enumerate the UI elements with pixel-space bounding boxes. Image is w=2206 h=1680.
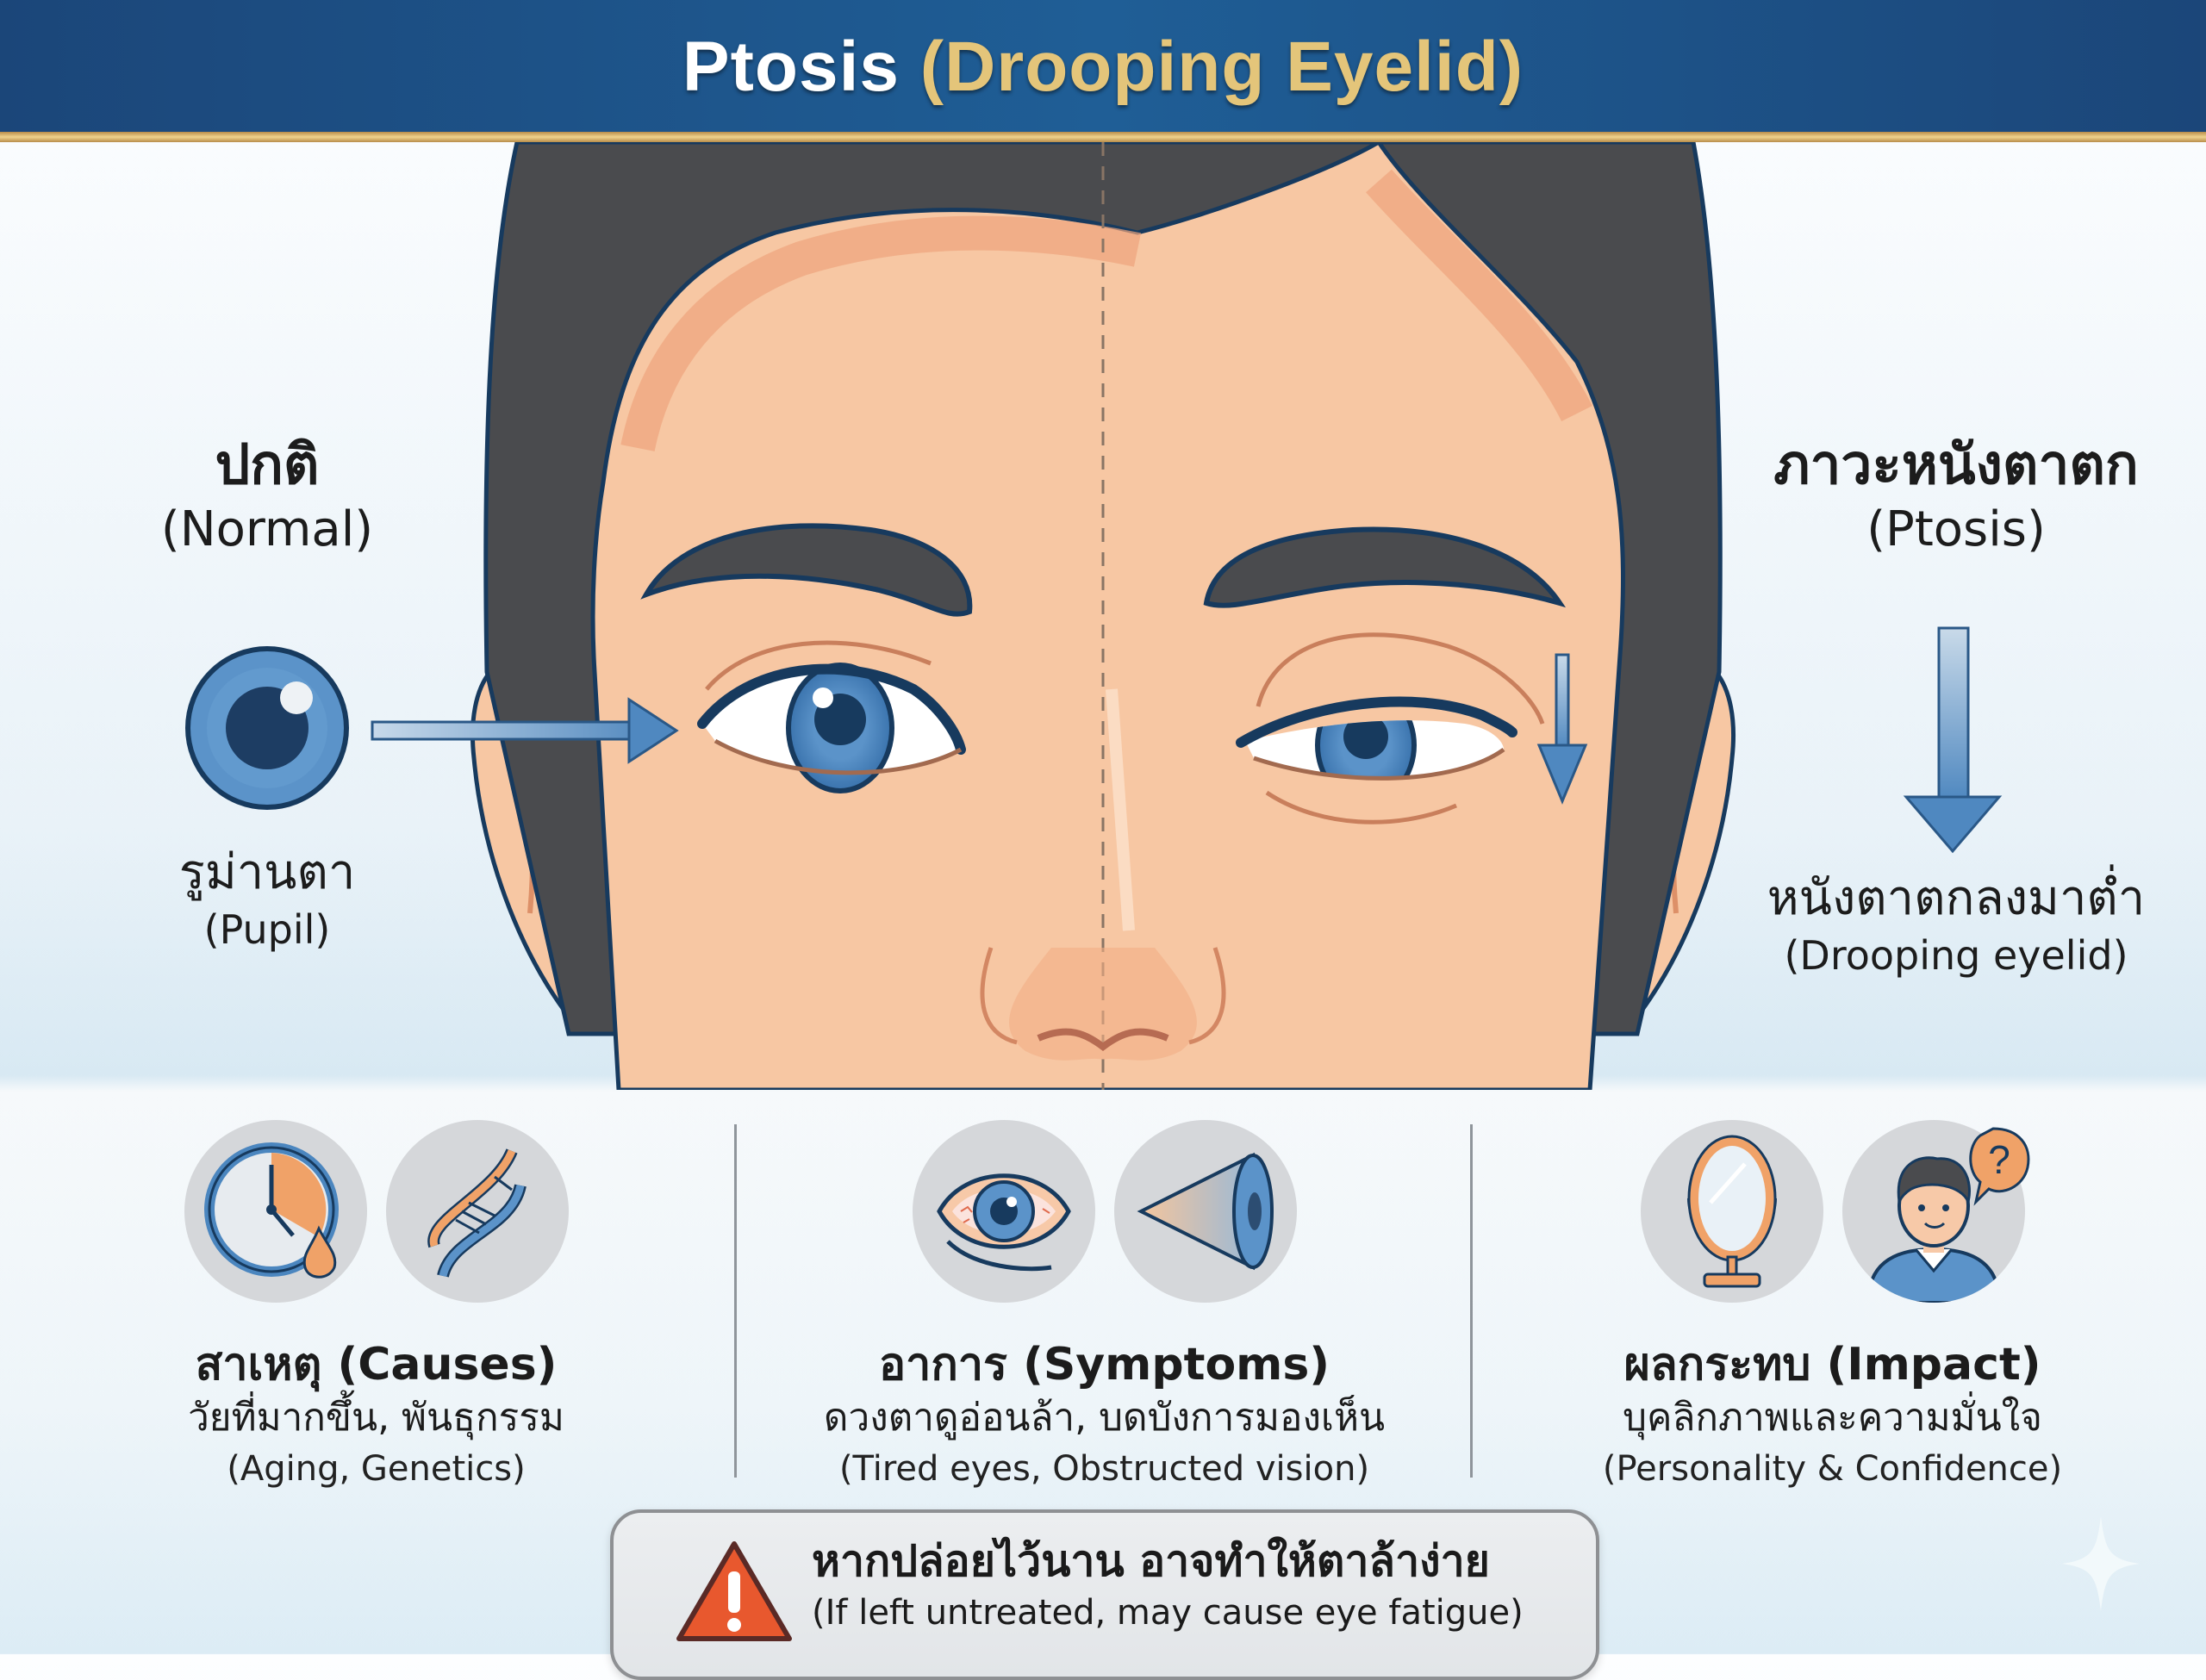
warning-text-en: (If left untreated, may cause eye fatigu… <box>812 1593 1524 1633</box>
symptoms-desc-en: (Tired eyes, Obstructed vision) <box>838 1449 1370 1489</box>
column-divider <box>1470 1124 1473 1478</box>
clock-icon <box>184 1120 367 1303</box>
symptoms-title: อาการ (Symptoms) <box>878 1339 1330 1391</box>
pupil-label: รูม่านตา (Pupil) <box>95 843 439 956</box>
pupil-label-th: รูม่านตา <box>178 844 356 900</box>
causes-section: สาเหตุ (Causes) วัยที่มากขึ้น, พันธุกรรม… <box>9 1120 744 1494</box>
impact-desc-en: (Personality & Confidence) <box>1602 1449 2063 1489</box>
eye-iris-icon <box>185 646 349 810</box>
impact-desc-th: บุคลิกภาพและความมั่นใจ <box>1623 1396 2042 1440</box>
normal-heading-th: ปกติ <box>215 433 320 497</box>
dna-icon <box>385 1120 569 1303</box>
impact-section: ? ผลกระทบ (Impact) บุคลิกภาพและความมั่นใ… <box>1465 1120 2200 1494</box>
drooping-caption: หนังตาตกลงมาต่ำ (Drooping eyelid) <box>1715 868 2197 982</box>
face-skin <box>590 142 1625 1090</box>
impact-title: ผลกระทบ (Impact) <box>1623 1339 2041 1391</box>
ptosis-heading-th: ภาวะหนังตาตก <box>1773 433 2139 497</box>
question-bubble-icon: ? <box>1968 1127 2029 1206</box>
ptosis-heading: ภาวะหนังตาตก (Ptosis) <box>1715 431 2197 560</box>
face-illustration <box>185 142 2003 1090</box>
drooping-eye <box>1236 632 1588 824</box>
normal-heading-en: (Normal) <box>160 501 374 557</box>
ptosis-heading-en: (Ptosis) <box>1866 501 2046 557</box>
right-eyebrow <box>1203 526 1567 608</box>
header-banner: Ptosis (Drooping Eyelid) <box>0 0 2206 134</box>
normal-eye <box>697 640 966 793</box>
title-sub: (Drooping Eyelid) <box>919 27 1524 106</box>
tired-eye-icon <box>912 1120 1095 1303</box>
left-eyebrow <box>640 523 973 617</box>
drooping-caption-th: หนังตาตกลงมาต่ำ <box>1767 870 2146 926</box>
person-question-icon: ? <box>1841 1120 2029 1303</box>
nose <box>980 688 1226 1061</box>
drooping-caption-en: (Drooping eyelid) <box>1784 932 2128 979</box>
mirror-icon <box>1640 1120 1823 1303</box>
column-divider <box>734 1124 737 1478</box>
normal-heading: ปกติ (Normal) <box>95 431 439 560</box>
causes-desc-th: วัยที่มากขึ้น, พันธุกรรม <box>188 1396 564 1440</box>
arrow-right-icon <box>371 697 679 764</box>
gold-divider <box>0 132 2206 142</box>
symptoms-section: อาการ (Symptoms) ดวงตาดูอ่อนล้า, บดบังกา… <box>737 1120 1472 1494</box>
small-arrow-down-icon <box>1536 653 1588 805</box>
sparkle-icon <box>2062 1516 2140 1611</box>
arrow-down-icon <box>1903 626 2003 854</box>
svg-text:?: ? <box>1988 1137 2010 1182</box>
page-title: Ptosis (Drooping Eyelid) <box>682 27 1524 108</box>
warning-box: หากปล่อยไว้นาน อาจทำให้ตาล้าง่าย (If lef… <box>610 1509 1599 1680</box>
causes-desc-en: (Aging, Genetics) <box>227 1449 526 1489</box>
warning-text-th: หากปล่อยไว้นาน อาจทำให้ตาล้าง่าย <box>812 1536 1490 1586</box>
causes-title: สาเหตุ (Causes) <box>195 1339 558 1391</box>
symptoms-desc-th: ดวงตาดูอ่อนล้า, บดบังการมองเห็น <box>823 1396 1386 1440</box>
vision-cone-icon <box>1113 1120 1297 1303</box>
warning-triangle-icon <box>676 1541 792 1641</box>
title-main: Ptosis <box>682 27 900 106</box>
pupil-label-en: (Pupil) <box>203 906 331 953</box>
